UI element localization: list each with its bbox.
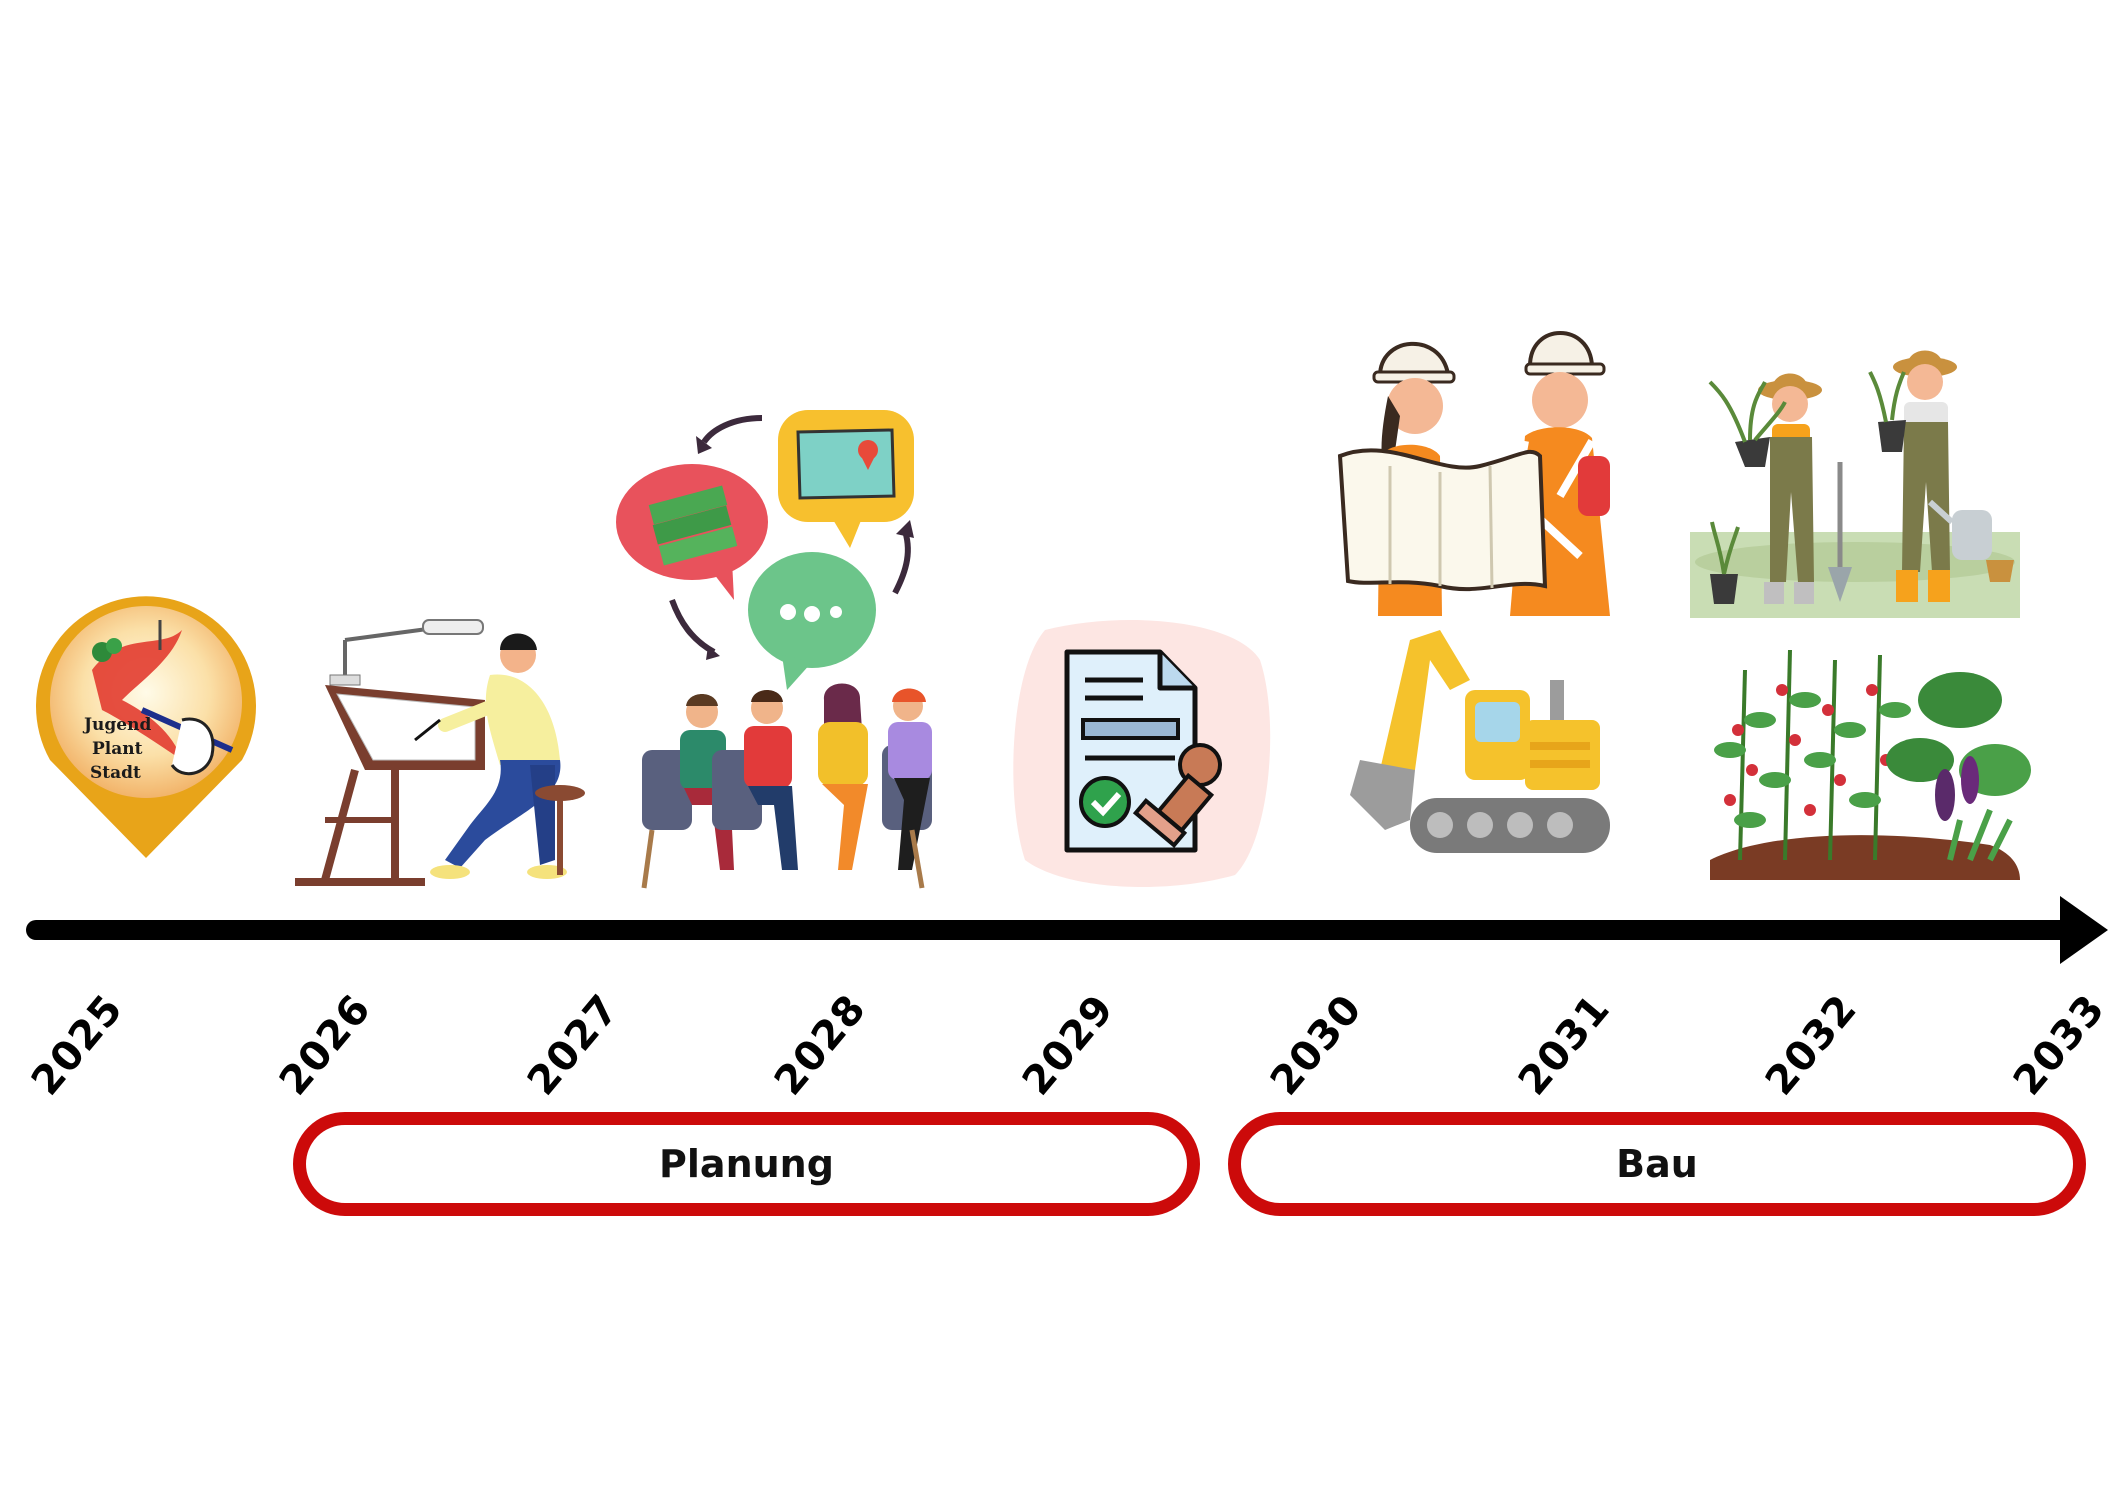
logo-line-3: Stadt — [90, 763, 141, 783]
phase-bau-label: Bau — [1616, 1142, 1698, 1186]
phase-planung-label: Planung — [659, 1142, 834, 1186]
logo-line-2: Plant — [92, 739, 143, 759]
location-pin-logo-icon: Jugend Plant Stadt — [36, 596, 256, 858]
timeline-arrowhead — [2060, 896, 2108, 964]
phase-planung: Planung — [293, 1112, 1200, 1216]
phase-bau: Bau — [1228, 1112, 2086, 1216]
excavator-icon — [1350, 630, 1610, 853]
construction-workers-icon — [1337, 331, 1610, 616]
vegetable-garden-icon — [1710, 649, 2031, 880]
gardeners-icon — [1690, 350, 2020, 618]
architect-drafting-icon — [295, 619, 585, 886]
approved-document-icon — [1013, 620, 1271, 887]
team-discussion-icon — [616, 410, 932, 889]
logo-line-1: Jugend — [82, 715, 151, 735]
